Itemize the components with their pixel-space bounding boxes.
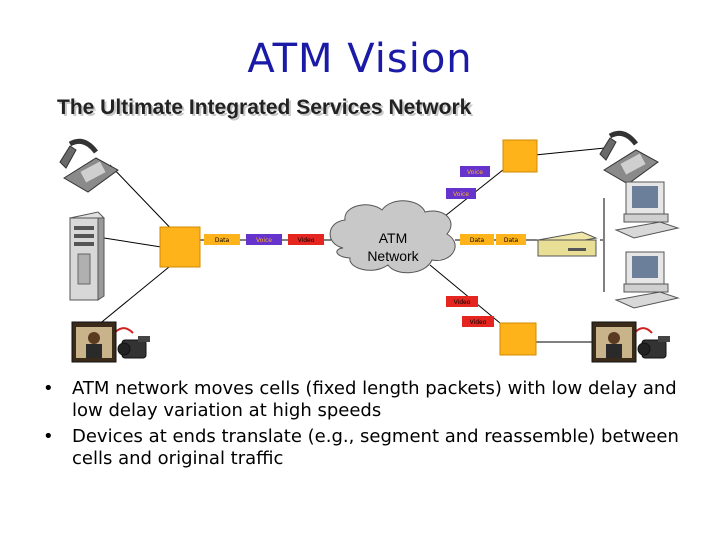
bullet-item: • ATM network moves cells (fixed length … [40,378,710,422]
cell-data [460,234,494,245]
bullet-text: ATM network moves cells (fixed length pa… [72,378,677,421]
cell-voice [246,234,282,245]
switch-left [159,226,201,268]
cell-label: Data [504,237,519,244]
cloud-label-network: Network [367,248,419,264]
telephone-icon [59,138,119,193]
cell-video [288,234,324,245]
cells-data-right: Data Data [460,234,526,245]
slide-subtitle: The Ultimate Integrated Services Network [57,96,472,119]
video-monitor-icon [591,321,637,363]
cells-left: Data Voice Video [204,234,324,245]
cell-label: Data [215,237,230,244]
computer-icon [614,251,680,309]
bullet-list: • ATM network moves cells (fixed length … [40,378,710,474]
computer-icon [614,181,680,239]
cell-label: Video [470,319,487,326]
atm-network-cloud: ATM Network [329,200,456,274]
cell-label: Video [454,299,471,306]
bullet-text: Devices at ends translate (e.g., segment… [72,426,679,469]
cell-label: Voice [467,169,483,176]
video-camera-icon [117,336,150,359]
cell-video [462,316,494,327]
cell-voice [446,188,476,199]
cell-data [496,234,526,245]
cell-label: Video [298,237,315,244]
cells-video-right: Video Video [446,296,494,327]
server-tower-icon [68,211,106,301]
cell-video [446,296,478,307]
video-monitor-icon [71,321,117,363]
telephone-icon [599,130,659,185]
cell-voice [460,166,490,177]
cells-voice-right: Voice Voice [446,166,490,199]
cell-label: Voice [453,191,469,198]
bullet-dot-icon: • [43,426,54,447]
modem-icon [536,231,598,257]
cloud-label-atm: ATM [379,230,408,246]
cell-label: Data [470,237,485,244]
switch-top-right [502,139,538,173]
slide-title: ATM Vision [247,36,473,82]
video-camera-icon [637,336,670,359]
bullet-item: • Devices at ends translate (e.g., segme… [40,426,710,470]
cell-label: Voice [256,237,272,244]
switch-bottom-right [499,322,537,356]
cell-data [204,234,240,245]
bullet-dot-icon: • [43,378,54,399]
